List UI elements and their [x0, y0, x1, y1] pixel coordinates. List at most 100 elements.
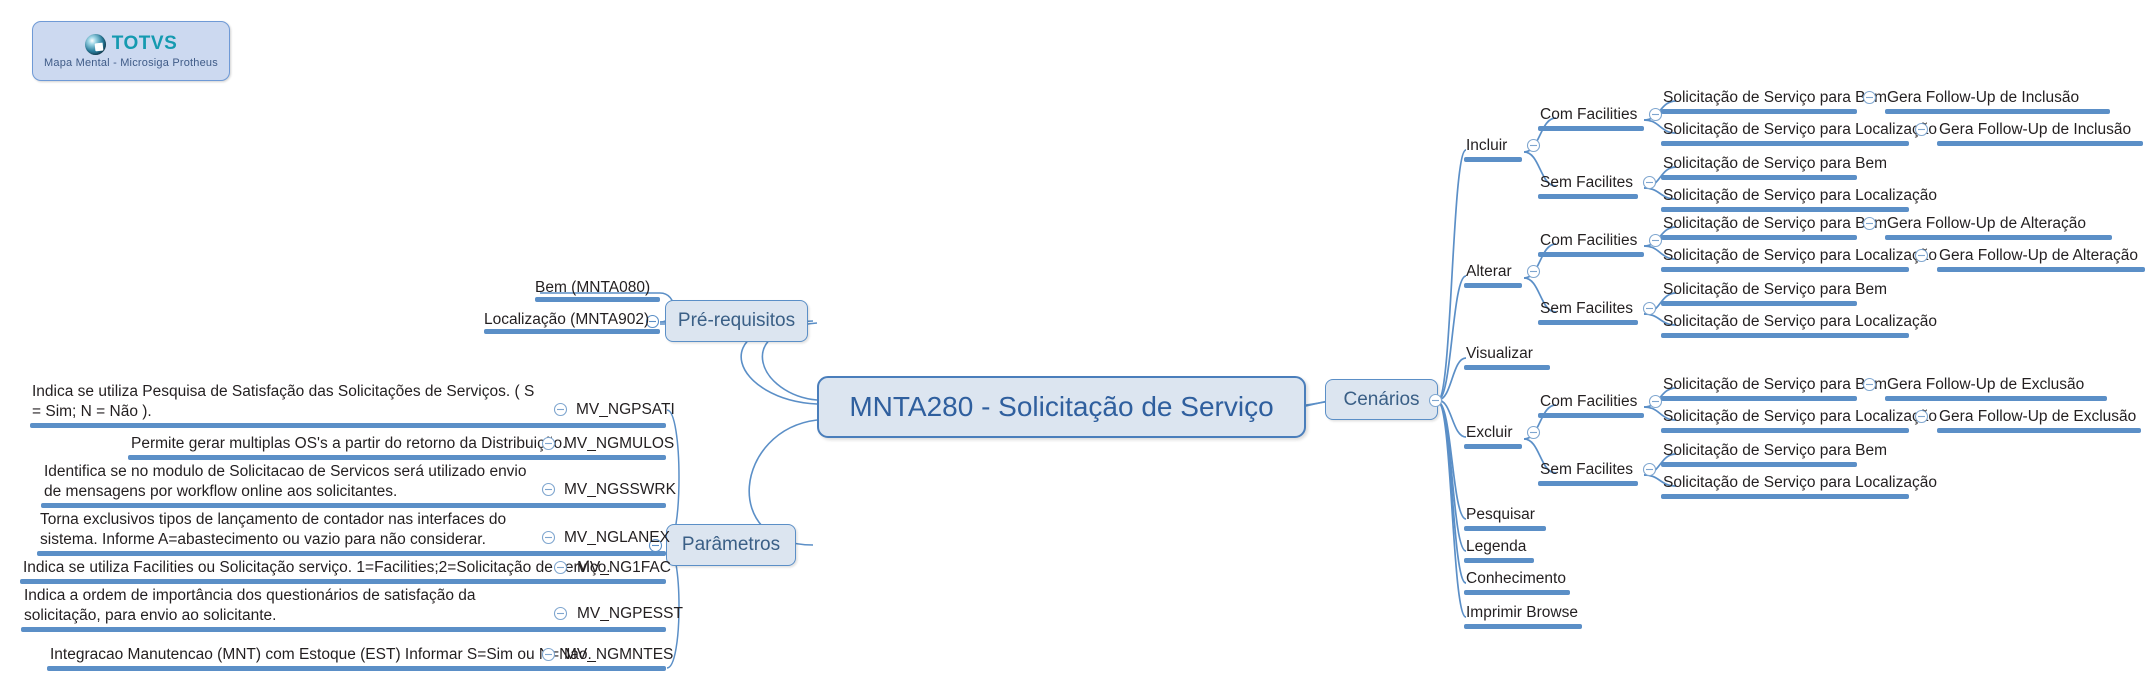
collapse-icon-excluir-sem[interactable] — [1642, 462, 1657, 477]
group-excluir-sem-facilites[interactable]: Sem Facilites — [1540, 461, 1634, 478]
bar-imprimir-browse — [1464, 624, 1582, 629]
bar-alterar-sem — [1538, 320, 1638, 325]
collapse-icon-alterar-sem[interactable] — [1642, 301, 1657, 316]
collapse-icon-excluir-com[interactable] — [1648, 394, 1663, 409]
leaf-prereq-localizacao[interactable]: Localização (MNTA902) — [484, 311, 650, 328]
param-desc-5[interactable]: Indica se utiliza Facilities ou Solicita… — [23, 559, 611, 576]
group-excluir-com-facilities[interactable]: Com Facilities — [1540, 393, 1638, 410]
collapse-icon-alterar-com[interactable] — [1648, 233, 1663, 248]
row-excluir-sem-bem[interactable]: Solicitação de Serviço para Bem — [1663, 442, 1888, 459]
bar-param-4 — [37, 551, 666, 556]
node-cenarios-label: Cenários — [1343, 388, 1420, 410]
central-node[interactable]: MNTA280 - Solicitação de Serviço — [817, 376, 1306, 438]
param-desc-6[interactable]: Indica a ordem de importância dos questi… — [24, 587, 476, 625]
collapse-icon-alterar-com-loc[interactable] — [1914, 248, 1929, 263]
collapse-icon-excluir[interactable] — [1526, 425, 1541, 440]
collapse-icon-prerequisitos[interactable] — [645, 314, 660, 329]
scenario-incluir[interactable]: Incluir — [1466, 137, 1508, 154]
group-incluir-com-facilities[interactable]: Com Facilities — [1540, 106, 1638, 123]
followup-excluir-com-bem[interactable]: Gera Follow-Up de Exclusão — [1887, 376, 2085, 393]
row-incluir-com-localizacao[interactable]: Solicitação de Serviço para Localização — [1663, 121, 1937, 138]
group-alterar-com-facilities[interactable]: Com Facilities — [1540, 232, 1638, 249]
row-alterar-sem-localizacao[interactable]: Solicitação de Serviço para Localização — [1663, 313, 1937, 330]
collapse-icon-alterar-com-bem[interactable] — [1862, 216, 1877, 231]
param-code-1[interactable]: MV_NGPSATI — [576, 401, 675, 418]
row-incluir-com-bem[interactable]: Solicitação de Serviço para Bem — [1663, 89, 1888, 106]
followup-incluir-com-bem[interactable]: Gera Follow-Up de Inclusão — [1887, 89, 2080, 106]
bar-excluir-sem-loc — [1661, 494, 1909, 499]
bar-incluir-sem-bem — [1661, 175, 1857, 180]
row-alterar-sem-bem[interactable]: Solicitação de Serviço para Bem — [1663, 281, 1888, 298]
collapse-icon-excluir-com-bem[interactable] — [1862, 377, 1877, 392]
row-alterar-com-localizacao[interactable]: Solicitação de Serviço para Localização — [1663, 247, 1937, 264]
brand-name: TOTVS — [111, 33, 178, 54]
bar-incluir-com-loc — [1661, 141, 1909, 146]
scenario-legenda[interactable]: Legenda — [1466, 538, 1527, 555]
scenario-excluir[interactable]: Excluir — [1466, 424, 1513, 441]
bar-followup-excluir-loc — [1937, 428, 2141, 433]
group-alterar-sem-facilites[interactable]: Sem Facilites — [1540, 300, 1634, 317]
param-desc-7[interactable]: Integracao Manutencao (MNT) com Estoque … — [50, 646, 592, 663]
totvs-sphere-icon — [84, 33, 106, 55]
collapse-icon-param-2[interactable] — [541, 436, 556, 451]
collapse-icon-incluir-sem[interactable] — [1642, 175, 1657, 190]
bar-alterar-sem-bem — [1661, 301, 1857, 306]
bar-alterar-com — [1538, 252, 1644, 257]
collapse-icon-incluir-com-bem[interactable] — [1862, 90, 1877, 105]
followup-alterar-com-bem[interactable]: Gera Follow-Up de Alteração — [1887, 215, 2087, 232]
row-incluir-sem-bem[interactable]: Solicitação de Serviço para Bem — [1663, 155, 1888, 172]
node-prerequisitos-label: Pré-requisitos — [677, 310, 796, 331]
node-parametros-label: Parâmetros — [681, 534, 781, 555]
leaf-prereq-bem[interactable]: Bem (MNTA080) — [535, 279, 651, 296]
scenario-visualizar[interactable]: Visualizar — [1466, 345, 1533, 362]
followup-alterar-com-loc[interactable]: Gera Follow-Up de Alteração — [1939, 247, 2139, 264]
collapse-icon-cenarios[interactable] — [1428, 393, 1443, 408]
row-excluir-com-localizacao[interactable]: Solicitação de Serviço para Localização — [1663, 408, 1937, 425]
param-desc-4[interactable]: Torna exclusivos tipos de lançamento de … — [40, 511, 507, 549]
bar-excluir-sem-bem — [1661, 462, 1857, 467]
scenario-alterar[interactable]: Alterar — [1466, 263, 1512, 280]
followup-excluir-com-loc[interactable]: Gera Follow-Up de Exclusão — [1939, 408, 2137, 425]
row-incluir-sem-localizacao[interactable]: Solicitação de Serviço para Localização — [1663, 187, 1937, 204]
collapse-icon-excluir-com-loc[interactable] — [1914, 409, 1929, 424]
param-desc-3[interactable]: Identifica se no modulo de Solicitacao d… — [44, 463, 527, 501]
param-code-5[interactable]: MV_NG1FAC — [577, 559, 671, 576]
node-prerequisitos[interactable]: Pré-requisitos — [665, 300, 808, 342]
param-code-7[interactable]: MV_NGMNTES — [564, 646, 674, 663]
scenario-conhecimento[interactable]: Conhecimento — [1466, 570, 1566, 587]
collapse-icon-param-1[interactable] — [553, 402, 568, 417]
followup-incluir-com-loc[interactable]: Gera Follow-Up de Inclusão — [1939, 121, 2132, 138]
central-node-label: MNTA280 - Solicitação de Serviço — [849, 391, 1274, 422]
collapse-icon-incluir-com[interactable] — [1648, 107, 1663, 122]
param-code-4[interactable]: MV_NGLANEX — [564, 529, 670, 546]
group-incluir-sem-facilites[interactable]: Sem Facilites — [1540, 174, 1634, 191]
node-cenarios[interactable]: Cenários — [1325, 379, 1438, 420]
param-code-3[interactable]: MV_NGSSWRK — [564, 481, 676, 498]
bar-excluir-sem — [1538, 481, 1638, 486]
bar-param-2 — [128, 455, 666, 460]
collapse-icon-param-5[interactable] — [553, 560, 568, 575]
param-desc-1[interactable]: Indica se utiliza Pesquisa de Satisfação… — [32, 383, 535, 421]
bar-followup-incluir-loc — [1937, 141, 2143, 146]
scenario-imprimir-browse[interactable]: Imprimir Browse — [1466, 604, 1578, 621]
collapse-icon-param-4[interactable] — [541, 530, 556, 545]
bar-alterar-com-bem — [1661, 235, 1857, 240]
collapse-icon-param-3[interactable] — [541, 482, 556, 497]
row-alterar-com-bem[interactable]: Solicitação de Serviço para Bem — [1663, 215, 1888, 232]
param-code-2[interactable]: MV_NGMULOS — [564, 435, 675, 452]
collapse-icon-param-7[interactable] — [541, 647, 556, 662]
bar-followup-alterar-loc — [1937, 267, 2145, 272]
node-parametros[interactable]: Parâmetros — [666, 524, 796, 566]
brand-logo-box: TOTVS Mapa Mental - Microsiga Protheus — [32, 21, 230, 81]
bar-incluir-sem-loc — [1661, 207, 1909, 212]
collapse-icon-alterar[interactable] — [1526, 264, 1541, 279]
param-desc-2[interactable]: Permite gerar multiplas OS's a partir do… — [131, 435, 567, 452]
scenario-pesquisar[interactable]: Pesquisar — [1466, 506, 1535, 523]
collapse-icon-incluir[interactable] — [1526, 138, 1541, 153]
row-excluir-sem-localizacao[interactable]: Solicitação de Serviço para Localização — [1663, 474, 1937, 491]
collapse-icon-incluir-com-loc[interactable] — [1914, 122, 1929, 137]
collapse-icon-param-6[interactable] — [553, 606, 568, 621]
row-excluir-com-bem[interactable]: Solicitação de Serviço para Bem — [1663, 376, 1888, 393]
param-code-6[interactable]: MV_NGPESST — [577, 605, 683, 622]
